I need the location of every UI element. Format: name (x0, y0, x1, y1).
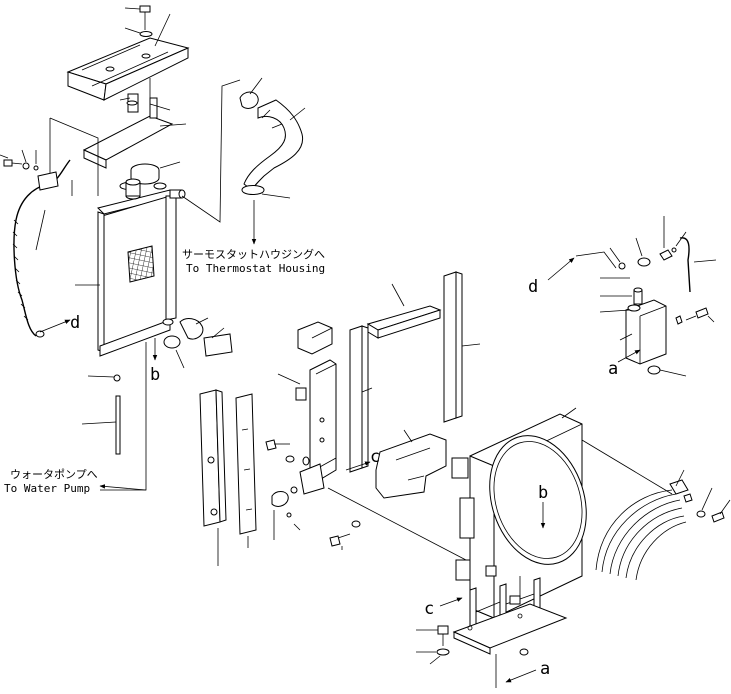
side-bracket (277, 359, 337, 495)
side-seal-plate-right (235, 393, 257, 548)
ref-label-d-right: d (528, 277, 538, 297)
hose-bolts (0, 149, 39, 171)
drain-plug (87, 374, 121, 382)
lower-outlet-fittings (162, 317, 233, 369)
ref-label-c-mid: c (370, 447, 380, 467)
radiator-bracket (82, 93, 187, 169)
ref-label-a-right: a (608, 359, 618, 379)
note-thermostat-en: To Thermostat Housing (186, 262, 325, 275)
ref-label-d-left: d (70, 313, 80, 333)
note-waterpump-jp: ウォータポンプへ (10, 468, 98, 481)
stand-bolts (416, 625, 529, 665)
shroud-seal-bent (375, 429, 447, 499)
ref-a-arrow-right (617, 349, 641, 363)
overflow-hose (12, 159, 71, 338)
drain-rod (81, 395, 121, 455)
foam-seal-block (297, 321, 333, 355)
ref-label-c-right: c (424, 599, 434, 619)
note-thermostat-jp: サーモスタットハウジングへ (182, 247, 325, 261)
ref-c-arrow-right (439, 597, 463, 607)
waterpump-arrow (99, 484, 147, 491)
ref-c-arrow-mid (345, 461, 371, 471)
note-waterpump-en: To Water Pump (4, 482, 90, 495)
ref-d-arrow-right (547, 257, 575, 281)
radiator-mesh-pattern (127, 245, 155, 283)
seal-strip-angled (366, 283, 442, 339)
shroud-stand (452, 565, 568, 655)
reservoir-hose-fittings (609, 216, 717, 325)
fan-shroud (451, 407, 587, 619)
ref-label-b-left: b (150, 365, 160, 385)
bracket-bolts-left (265, 439, 310, 540)
coiled-overflow-hose (595, 469, 731, 581)
bracket-bolts-right (329, 520, 361, 550)
thermostat-hose (239, 77, 306, 199)
radiator-core (75, 178, 186, 357)
radiator-top-cover (66, 13, 190, 101)
seal-strip-vertical-1 (349, 325, 373, 473)
ref-a-arrow-bottom (505, 669, 537, 683)
top-bolt (124, 5, 153, 37)
ref-label-a-bottom: a (540, 659, 550, 679)
ref-label-b-right: b (538, 483, 548, 503)
seal-strip-vertical-2 (443, 271, 481, 423)
ref-d-arrow-left (39, 319, 71, 333)
reservoir-tank (599, 277, 687, 377)
side-seal-plate-left (199, 389, 227, 566)
